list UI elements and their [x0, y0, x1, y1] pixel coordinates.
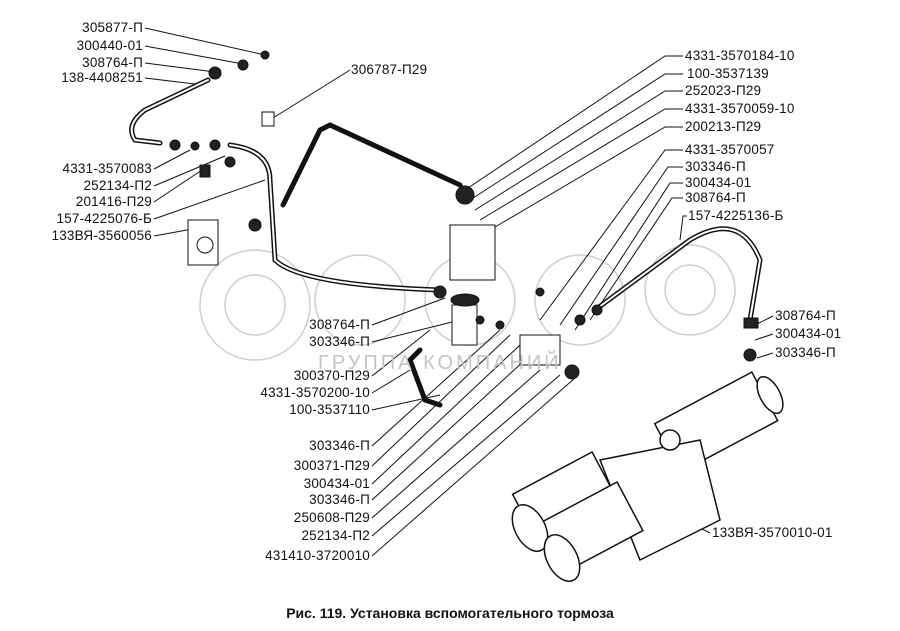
label-part: 4331-3570059-10	[685, 101, 795, 116]
label-part: 201416-П29	[75, 194, 152, 209]
label-part: 431410-3720010	[265, 548, 370, 563]
label-part: 200213-П29	[685, 119, 762, 134]
label-part: 303346-П	[685, 159, 746, 174]
label-clip: 306787-П29	[351, 62, 428, 77]
watermark-subtitle: ГРУППА КОМПАНИЙ	[318, 352, 562, 374]
label-part: 4331-3570057	[685, 142, 775, 157]
label-part: 250608-П29	[293, 510, 370, 525]
label-part: 300434-01	[685, 175, 752, 190]
label-part: 300434-01	[303, 476, 370, 491]
label-part: 157-4225076-Б	[56, 211, 152, 226]
label-part: 100-3537110	[289, 402, 370, 417]
label-part: 4331-3570083	[62, 161, 152, 176]
label-part: 252134-П2	[301, 528, 370, 543]
label-part: 4331-3570184-10	[685, 48, 795, 63]
label-part: 300434-01	[775, 326, 842, 341]
label-part: 308764-П	[82, 55, 143, 70]
label-part: 303346-П	[309, 438, 370, 453]
label-part: 308764-П	[309, 317, 370, 332]
label-part: 133ВЯ-3560056	[51, 228, 152, 243]
label-part: 252134-П2	[83, 178, 152, 193]
label-part: 308764-П	[775, 308, 836, 323]
label-part: 300370-П29	[293, 368, 370, 383]
label-part: 305877-П	[82, 20, 143, 35]
label-part: 300371-П29	[293, 458, 370, 473]
figure-caption: Рис. 119. Установка вспомогательного тор…	[286, 605, 614, 621]
label-part: 252023-П29	[685, 83, 762, 98]
label-part: 138-4408251	[61, 70, 143, 85]
label-brake-cylinder: 133ВЯ-3570010-01	[712, 525, 833, 540]
label-part: 303346-П	[309, 492, 370, 507]
label-part: 303346-П	[309, 334, 370, 349]
label-part: 308764-П	[685, 190, 746, 205]
label-part: 100-3537139	[687, 66, 769, 81]
label-part: 4331-3570200-10	[260, 385, 370, 400]
label-part: 300440-01	[76, 38, 143, 53]
label-part: 157-4225136-Б	[688, 208, 784, 223]
label-part: 303346-П	[775, 345, 836, 360]
